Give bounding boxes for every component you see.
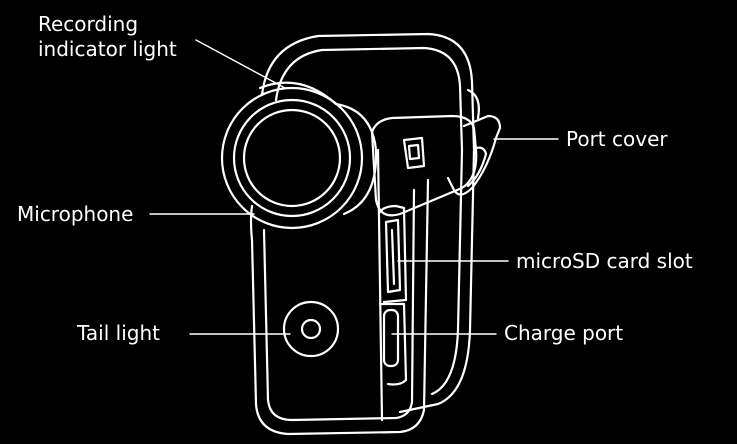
lens-outer-ring	[220, 86, 364, 230]
microsd-slot-outline	[384, 218, 402, 294]
label-port-cover: Port cover	[566, 127, 668, 151]
leader-recording-indicator	[195, 39, 286, 89]
camera-front-body	[249, 178, 430, 436]
label-charge-port: Charge port	[504, 321, 624, 345]
port-cover-button-inner	[407, 143, 421, 161]
label-tail-light: Tail light	[77, 321, 160, 345]
label-recording-indicator-light: Recording indicator light	[38, 12, 177, 62]
port-cover-hinge	[466, 88, 480, 120]
camera-back-shell-inner	[274, 46, 464, 396]
label-recording-line-1: Recording	[38, 12, 139, 36]
camera-front-inner	[262, 188, 416, 422]
charge-port-outline	[382, 308, 400, 368]
label-microsd-card-slot: microSD card slot	[516, 249, 693, 273]
lens-barrel	[334, 102, 378, 216]
tail-light-inner	[300, 318, 322, 340]
camera-side-edge	[376, 148, 384, 422]
leader-lines	[149, 39, 559, 335]
lens-glass	[242, 108, 342, 208]
tail-light-outer	[282, 300, 340, 358]
camera-back-shell	[260, 32, 476, 414]
port-cover-button	[402, 136, 426, 170]
label-microphone: Microphone	[17, 202, 134, 226]
lens-barrel-back	[258, 81, 338, 106]
lens-mid-ring	[232, 98, 352, 218]
port-cover-tab-inner	[466, 146, 488, 188]
port-cover-outline	[370, 114, 478, 217]
label-recording-line-2: indicator light	[38, 37, 177, 61]
microsd-slot-inner	[390, 228, 396, 286]
charge-port-housing	[378, 302, 408, 386]
port-cover-tab	[446, 114, 502, 196]
microsd-slot-housing	[378, 204, 408, 304]
